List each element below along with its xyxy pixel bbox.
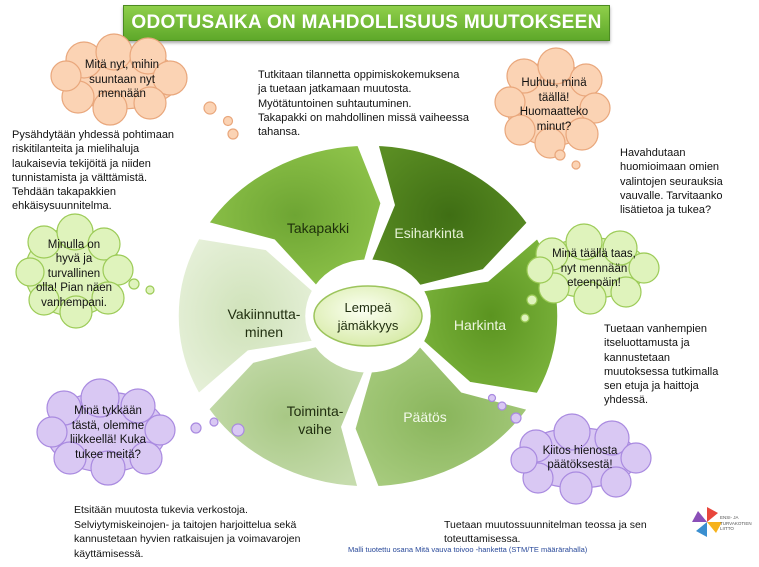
text-bottom-left: Etsitään muutosta tukevia verkostoja. Se… — [74, 504, 301, 560]
segment-label-harkinta: Harkinta — [453, 317, 507, 333]
text-right-top: Havahdutaan huomioimaan omien valintojen… — [620, 147, 723, 217]
segment-esiharkinta — [370, 144, 529, 287]
segment-label-esiharkinta: Esiharkinta — [394, 225, 464, 241]
text-top: Tutkitaan tilannetta oppimiskokemuksena … — [258, 69, 469, 139]
text-right-mid: Tuetaan vanhempien itseluottamusta ja ka… — [604, 323, 719, 407]
segment-label-vakiinnuttaminen: Vakiinnutta- minen — [227, 306, 301, 340]
logo-line-1: ENSI- JA — [720, 515, 739, 520]
segment-vakiinnuttaminen — [177, 237, 314, 395]
segment-paatos — [354, 345, 529, 488]
bubble-top-right: Huhuu, minä täällä! Huomaatteko minut? — [519, 77, 589, 133]
logo-line-3: LIITTO — [720, 526, 734, 531]
center-label: Lempeä jämäkkyys — [337, 300, 399, 333]
footer-note: Malli tuotettu osana Mitä vauva toivoo -… — [348, 545, 588, 554]
text-left-top: Pysähdytään yhdessä pohtimaan riskitilan… — [12, 129, 175, 213]
bubble-bottom-right: Kiitos hienosta päätöksestä! — [542, 444, 618, 472]
segment-label-toimintavaihe: Toiminta- vaihe — [286, 403, 344, 437]
text-bottom-right: Tuetaan muutossuunnitelman teossa ja sen… — [444, 519, 647, 546]
bubble-top-left: Mitä nyt, mihin suuntaan nyt mennään — [84, 59, 160, 101]
logo-line-2: TURVAKOTIEN — [720, 520, 752, 526]
bubble-right-mid: Minä täällä taas, nyt mennään eteenpäin! — [552, 248, 636, 290]
center-ellipse — [313, 285, 423, 347]
bubble-bottom-left: Minä tykkään tästä, olemme liikkeellä! K… — [69, 405, 147, 461]
logo-pinwheel-icon — [692, 507, 722, 537]
segment-takapakki — [207, 144, 382, 287]
segment-label-paatos: Päätös — [403, 409, 447, 425]
logo: ENSI- JA TURVAKOTIEN LIITTO — [690, 505, 752, 545]
bubble-left-mid: Minulla on hyvä ja turvallinen olla! Pia… — [35, 238, 113, 309]
segment-label-takapakki: Takapakki — [286, 220, 350, 236]
page-title: ODOTUSAIKA ON MAHDOLLISUUS MUUTOKSEEN — [123, 5, 610, 41]
segment-toimintavaihe — [207, 345, 366, 488]
